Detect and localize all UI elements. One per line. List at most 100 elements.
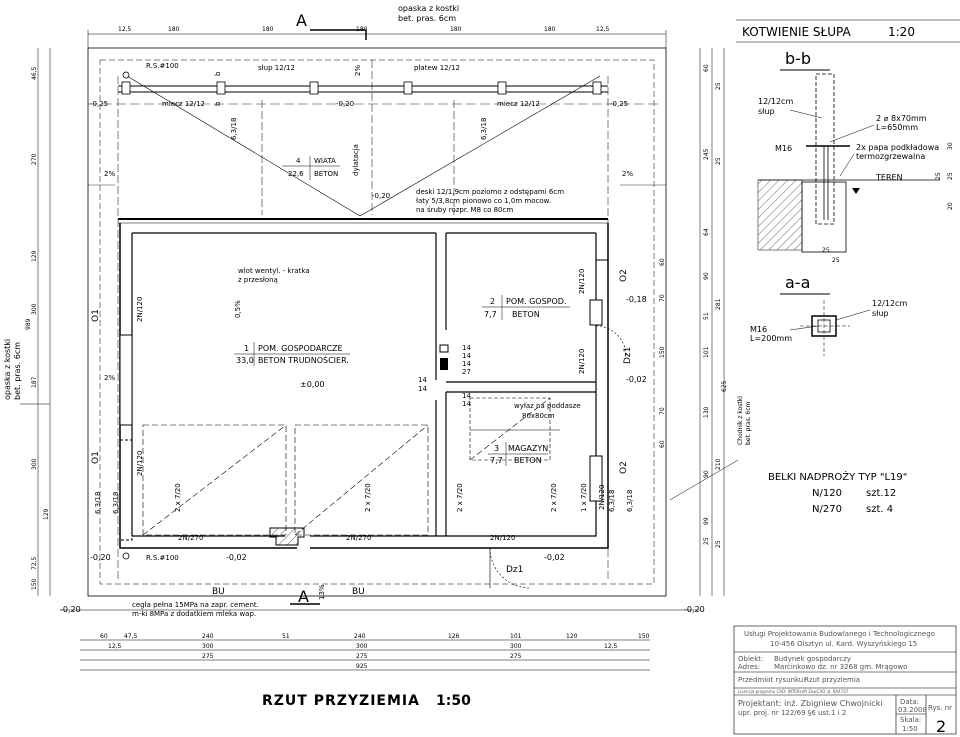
lintels-rows-1-qty-text: szt. 4 bbox=[866, 504, 893, 515]
title-block-data-label-text: Data: bbox=[900, 698, 919, 706]
labels-lvl-018-text: -0,18 bbox=[626, 295, 647, 304]
roof-rs-top-text: R.S.#100 bbox=[146, 62, 179, 70]
door-swings bbox=[489, 325, 627, 589]
labels-win-o1-bot-text: O1 bbox=[91, 451, 101, 464]
detail-bb-bolt-2-text: L=650mm bbox=[876, 123, 918, 132]
top-dims-3-text: 180 bbox=[356, 26, 368, 33]
lintels-header: BELKI NADPROŻY TYP "L19" bbox=[768, 470, 907, 483]
stair-nums-6-text: 14 bbox=[462, 392, 471, 400]
labels-n120-text: 2N/120 bbox=[136, 297, 144, 322]
labels-cegla-1-text: cegła pełna 15MPa na zapr. cement. bbox=[132, 601, 259, 609]
right-dims-5-text: 60 bbox=[659, 258, 666, 266]
section-aa-title: a-a bbox=[785, 273, 810, 292]
right-dims-16-text: 130 bbox=[703, 406, 710, 418]
labels-lvl-002-b2-text: -0,02 bbox=[544, 553, 565, 562]
bottom-dims-row2-3-text: 300 bbox=[510, 643, 522, 650]
right-dims-6-text: 90 bbox=[703, 272, 710, 280]
bottom-dims-row2-4-text: 12,5 bbox=[604, 643, 618, 650]
lintels-rows-0-type-text: N/120 bbox=[812, 488, 842, 499]
detail-bb-bolt-1-text: 2 ⌀ 8x70mm bbox=[876, 114, 927, 123]
labels-win-o2-top-text: O2 bbox=[619, 269, 629, 282]
bottom-dims-row1-0-text: 60 bbox=[100, 633, 108, 640]
bottom-dims-row2-1-text: 300 bbox=[202, 643, 214, 650]
title-block-adres-text: Marcinkowo dz. nr 3268 gm. Mrągowo bbox=[774, 663, 907, 671]
stair-nums-7-text: 14 bbox=[462, 400, 471, 408]
detail-bb-teren-text: TEREN bbox=[875, 173, 903, 182]
bottom-dims-row1-2-text: 240 bbox=[202, 633, 214, 640]
left-dims-7-text: 46,5 bbox=[31, 66, 38, 80]
rooms-2-name-text: MAGAZYN bbox=[508, 444, 548, 453]
section-bb-title: b-b bbox=[785, 49, 811, 68]
labels-n120-text: 2N/120 bbox=[578, 349, 586, 374]
detail-bb-papa-1-text: 2x papa podkładowa bbox=[856, 143, 939, 152]
right-dims-9-text: 70 bbox=[659, 407, 666, 415]
labels-cegla-2-text: m-ki 8MPa z dodatkiem mleka wap. bbox=[132, 610, 256, 618]
windows bbox=[119, 299, 603, 541]
room-2: 2 POM. GOSPOD. 7,7 BETON bbox=[482, 295, 570, 320]
detail-aa-stup-1-text: 12/12cm bbox=[872, 299, 907, 308]
labels-lvl-002-b-text: -0,02 bbox=[226, 553, 247, 562]
top-dims-0-text: 12,5 bbox=[118, 26, 132, 33]
left-dims-8-text: 989 bbox=[25, 318, 32, 330]
detail-panel: KOTWIENIE SŁUPA 1:20 b-b 12/12cm słup M1… bbox=[736, 19, 960, 515]
labels-n270-text: 2N/270 bbox=[178, 534, 203, 542]
detail-dims-h-0-text: 25 bbox=[822, 247, 830, 254]
bu-column bbox=[269, 527, 305, 546]
lintels-rows-0-qty-text: szt.12 bbox=[866, 488, 896, 499]
labels-lvl-020-l-text: -0,20 bbox=[90, 553, 111, 562]
bottom-dims-row1-7-text: 120 bbox=[566, 633, 578, 640]
title-block-skala-label-text: Skala: bbox=[900, 716, 921, 724]
rooms-2-no-text: 3 bbox=[494, 444, 499, 453]
labels-zero-text: ±0,00 bbox=[300, 380, 325, 389]
top-dims-2-text: 180 bbox=[262, 26, 274, 33]
roof-slope-left-text: 2% bbox=[104, 170, 115, 178]
drawing-scale: 1:50 bbox=[436, 693, 471, 709]
title-block-company-1-text: Usługi Projektowania Budowlanego i Techn… bbox=[744, 630, 935, 638]
bottom-dims-row3-2-text: 275 bbox=[510, 653, 522, 660]
top-note-line2: bet. pras. 6cm bbox=[398, 14, 456, 23]
detail-dims-v-1-text: 25 bbox=[935, 172, 942, 180]
rooms-1-name-text: POM. GOSPOD. bbox=[506, 297, 567, 306]
labels-win-o2-bot-text: O2 bbox=[619, 461, 629, 474]
left-dims-1-text: 129 bbox=[43, 508, 50, 520]
rooms-0-no-text: 1 bbox=[244, 344, 249, 353]
drawing-title: RZUT PRZYZIEMIA bbox=[262, 693, 420, 709]
right-dims-19-text: 25 bbox=[715, 540, 722, 548]
plan-annotations: wlot wentyl. - kratka z przesłoną ±0,00 … bbox=[60, 267, 752, 618]
left-dims-9-text: 150 bbox=[31, 578, 38, 590]
labels-x720-text: 2 x 7/20 bbox=[456, 483, 464, 512]
stair-numbers: 14 14 14 14 14 27 14 14 bbox=[418, 344, 471, 408]
roof-section-b-right-text: b bbox=[214, 101, 222, 106]
roof-rafter-right-text: 6,3/18 bbox=[480, 118, 488, 140]
bottom-dims-row1-1-text: 47,5 bbox=[124, 633, 138, 640]
labels-slope-05-text: 0,5% bbox=[234, 300, 242, 318]
title-block-adres-label-text: Adres: bbox=[738, 663, 760, 671]
title-block-text: Usługi Projektowania Budowlanego i Techn… bbox=[738, 630, 952, 736]
title-block bbox=[733, 625, 957, 735]
labels-n120-text: 2N/120 bbox=[578, 269, 586, 294]
title-block-rys-text: 2 bbox=[936, 717, 946, 736]
left-note-line1: opaska z kostki bbox=[3, 339, 12, 400]
left-note-line2: bet. pras. 6cm bbox=[13, 342, 22, 400]
detail-aa-m16-2-text: L=200mm bbox=[750, 334, 792, 343]
right-dims-10-text: 60 bbox=[659, 440, 666, 448]
stair-nums-2-text: 14 bbox=[462, 360, 471, 368]
right-dims-1-text: 25 bbox=[715, 82, 722, 90]
left-dims-6-text: 270 bbox=[31, 153, 38, 165]
right-dims-3-text: 25 bbox=[715, 157, 722, 165]
roof-stup-text: słup 12/12 bbox=[258, 64, 295, 72]
right-dims-11-text: 90 bbox=[703, 470, 710, 478]
right-dims-8-text: 150 bbox=[659, 346, 666, 358]
labels-bu-2-text: BU bbox=[352, 587, 365, 597]
roof-lvl-right-text: -0,25 bbox=[610, 100, 628, 108]
detail-bb-stup-2-text: słup bbox=[758, 107, 775, 116]
bottom-dims-row1-8-text: 150 bbox=[638, 633, 650, 640]
labels-r63-text: 6,3/18 bbox=[112, 492, 120, 514]
roof-lvl-wiata-text: -0,20 bbox=[372, 192, 390, 200]
title-block-company-2-text: 10-456 Olsztyn ul. Kard. Wyszyńskiego 15 bbox=[770, 640, 917, 648]
stair-nums-5-text: 27 bbox=[462, 368, 471, 376]
labels-chodnik-1-text: Chodnik z kostki bbox=[737, 396, 744, 445]
right-dims-12-text: 25 bbox=[703, 537, 710, 545]
bottom-dims-row2-0-text: 12,5 bbox=[108, 643, 122, 650]
right-dims-0-text: 60 bbox=[703, 64, 710, 72]
